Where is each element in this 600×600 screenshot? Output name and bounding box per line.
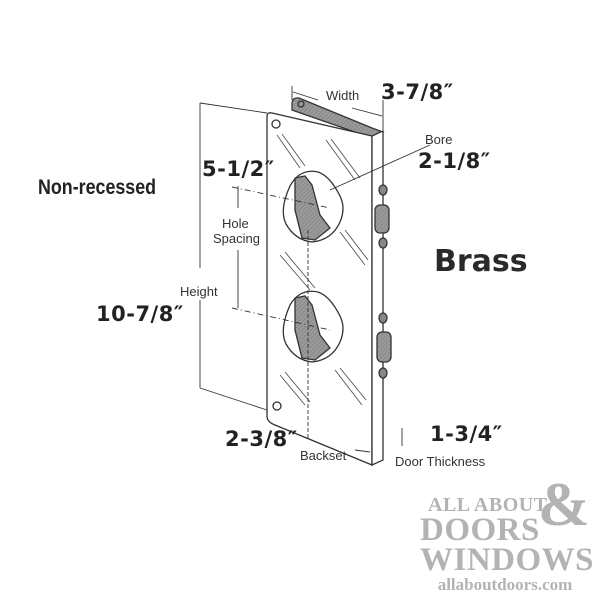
bore-label: Bore — [425, 132, 453, 147]
brand-logo: ALL ABOUT DOORS WINDOWS allaboutdoors.co… — [420, 494, 595, 595]
logo-line3: WINDOWS — [420, 542, 595, 578]
bore-value: 2-1/8″ — [418, 149, 491, 173]
logo-ampersand: & — [538, 471, 590, 539]
logo-url: allaboutdoors.com — [437, 575, 573, 594]
door-thickness-value: 1-3/4″ — [430, 422, 503, 446]
mount-type-label: Non-recessed — [38, 176, 157, 199]
height-label: Height — [180, 284, 218, 299]
backset-label: Backset — [300, 448, 347, 463]
logo-line1: ALL ABOUT — [428, 494, 548, 516]
height-value: 10-7/8″ — [96, 302, 184, 326]
door-thickness-label: Door Thickness — [395, 454, 486, 469]
logo-line2: DOORS — [420, 512, 540, 548]
backset-value: 2-3/8″ — [225, 427, 298, 451]
hole-spacing-label-line1: Hole — [222, 216, 249, 231]
width-label: Width — [326, 88, 360, 103]
hole-spacing-value: 5-1/2″ — [202, 157, 275, 181]
material-label: Brass — [434, 244, 528, 279]
hole-spacing-label-line2: Spacing — [213, 231, 260, 246]
width-value: 3-7/8″ — [381, 80, 454, 104]
